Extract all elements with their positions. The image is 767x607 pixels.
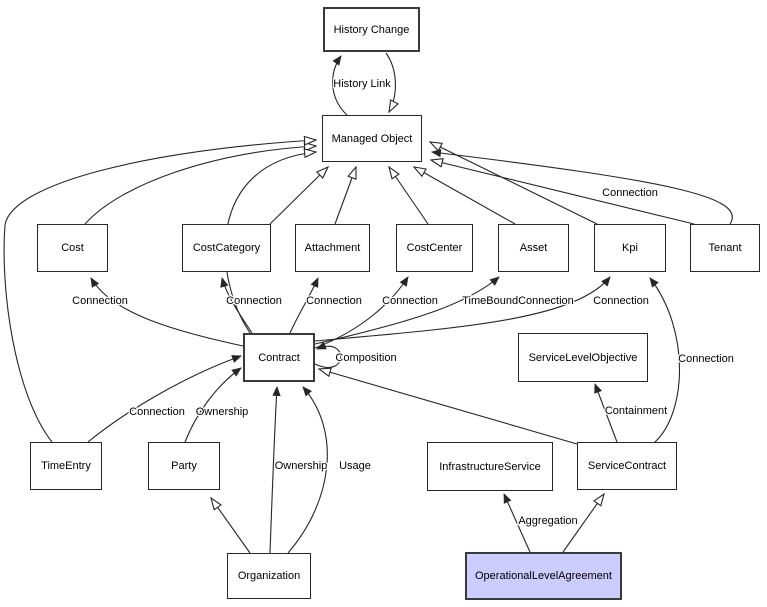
edge-asset-to-managed-object	[414, 167, 516, 225]
edge-cost-center-to-managed-object	[389, 167, 429, 225]
edge-cost-to-managed-object	[84, 146, 316, 225]
edge-service-contract-to-contract	[319, 369, 578, 445]
edge-label-organization-to-contract: Ownership	[275, 460, 328, 472]
edge-tenant-to-managed-object	[431, 148, 733, 225]
node-asset[interactable]: Asset	[498, 224, 569, 272]
edge-contract-to-cost	[90, 277, 244, 347]
edge-label-managed-object-to-history-change: History Link	[333, 78, 391, 90]
edge-label-contract-to-cost-category: Connection	[226, 295, 282, 307]
edge-label-operational-level-agreement-to-infrastructure-service: Aggregation	[518, 515, 577, 527]
edge-contract-to-asset	[314, 276, 500, 345]
edge-managed-object-to-history-change	[332, 55, 348, 116]
node-cost[interactable]: Cost	[37, 224, 108, 272]
edge-label-contract-to-cost-center: Connection	[382, 295, 438, 307]
node-attachment[interactable]: Attachment	[295, 224, 370, 272]
node-label-contract: Contract	[258, 351, 300, 364]
edge-label-service-contract-to-kpi: Connection	[678, 353, 734, 365]
edge-label-contract-to-contract: Composition	[335, 352, 396, 364]
edge-time-entry-to-contract	[87, 355, 242, 443]
edge-contract-to-contract	[314, 341, 342, 368]
node-label-history-change: History Change	[333, 23, 410, 36]
edge-label-contract-to-asset: TimeBoundConnection	[462, 295, 574, 307]
node-managed-object[interactable]: Managed Object	[322, 115, 422, 162]
node-cost-center[interactable]: CostCenter	[396, 224, 473, 272]
node-service-contract[interactable]: ServiceContract	[577, 442, 677, 490]
edge-party-to-contract	[184, 367, 242, 443]
node-label-service-level-objective: ServiceLevelObjective	[528, 351, 638, 364]
edge-history-change-to-managed-object	[385, 52, 395, 112]
node-kpi[interactable]: Kpi	[594, 224, 666, 272]
edge-organization-to-party	[211, 498, 251, 554]
edge-time-entry-to-managed-object	[3, 140, 316, 443]
edge-cost-category-to-managed-object	[269, 167, 328, 225]
edge-contract-to-attachment	[289, 277, 319, 334]
edge-label-contract-to-kpi: Connection	[593, 295, 649, 307]
edge-label-contract-to-cost: Connection	[72, 295, 128, 307]
edge-label-tenant-to-managed-object: Connection	[602, 187, 658, 199]
edge-tenant-to-managed-object	[431, 160, 695, 225]
node-tenant[interactable]: Tenant	[690, 224, 760, 272]
edge-organization-to-contract	[287, 386, 328, 554]
node-time-entry[interactable]: TimeEntry	[30, 442, 102, 490]
node-label-asset: Asset	[519, 242, 548, 254]
edge-label-service-contract-to-service-level-objective: Containment	[605, 405, 667, 417]
node-cost-category[interactable]: CostCategory	[182, 224, 271, 272]
node-operational-level-agreement[interactable]: OperationalLevelAgreement	[465, 552, 622, 600]
edge-label-organization-to-contract: Usage	[339, 460, 371, 472]
edge-operational-level-agreement-to-infrastructure-service	[503, 493, 531, 553]
node-contract[interactable]: Contract	[243, 333, 315, 382]
node-service-level-objective[interactable]: ServiceLevelObjective	[518, 333, 648, 382]
node-organization[interactable]: Organization	[227, 553, 311, 599]
edge-label-time-entry-to-contract: Connection	[129, 406, 185, 418]
node-label-organization: Organization	[237, 570, 301, 582]
node-label-attachment: Attachment	[304, 242, 361, 254]
edge-label-party-to-contract: Ownership	[196, 406, 249, 418]
edge-service-contract-to-kpi	[649, 277, 681, 443]
node-label-service-contract: ServiceContract	[587, 460, 667, 472]
node-infrastructure-service[interactable]: InfrastructureService	[427, 442, 553, 491]
node-label-party: Party	[171, 460, 197, 472]
node-label-managed-object: Managed Object	[331, 132, 413, 145]
edge-contract-to-cost-center	[314, 276, 409, 349]
node-history-change[interactable]: History Change	[323, 7, 420, 52]
edge-service-contract-to-service-level-objective	[594, 383, 618, 443]
node-label-kpi: Kpi	[622, 242, 638, 254]
edge-contract-to-cost-category	[220, 277, 253, 334]
edge-contract-to-kpi	[314, 276, 611, 342]
edge-operational-level-agreement-to-service-contract	[562, 494, 604, 553]
edge-organization-to-contract	[269, 386, 281, 554]
node-label-infrastructure-service: InfrastructureService	[439, 460, 541, 473]
node-label-tenant: Tenant	[708, 242, 742, 254]
node-party[interactable]: Party	[148, 442, 220, 490]
edge-attachment-to-managed-object	[334, 167, 356, 225]
node-label-cost-category: CostCategory	[192, 242, 261, 254]
edge-label-contract-to-attachment: Connection	[306, 295, 362, 307]
node-label-time-entry: TimeEntry	[41, 460, 91, 472]
node-label-cost: Cost	[61, 242, 84, 254]
node-label-cost-center: CostCenter	[406, 242, 463, 254]
node-label-operational-level-agreement: OperationalLevelAgreement	[475, 570, 612, 582]
